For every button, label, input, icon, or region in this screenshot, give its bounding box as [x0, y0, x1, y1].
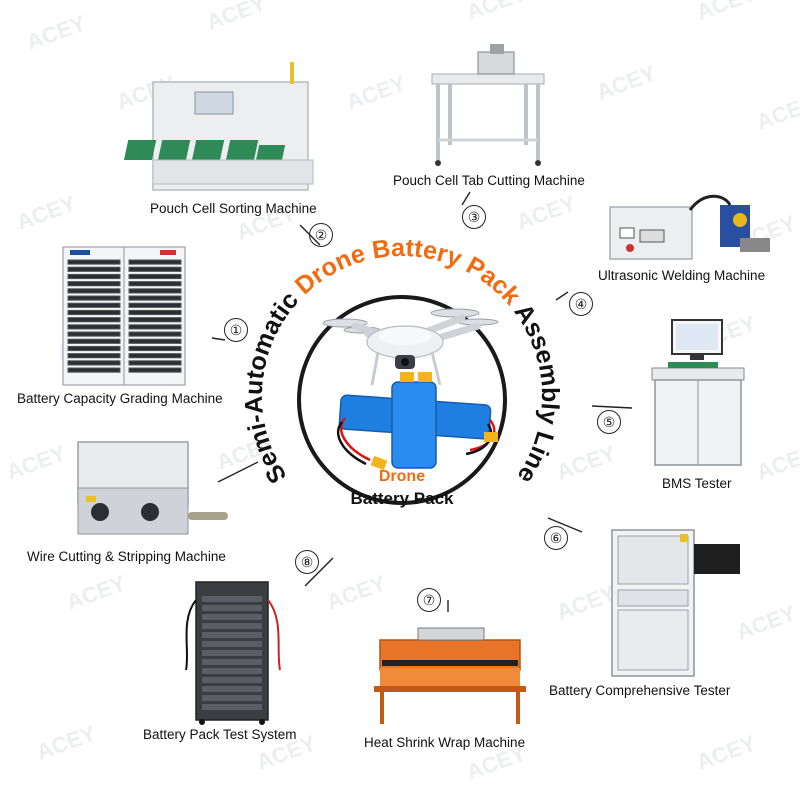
test-rack-slot [202, 632, 262, 638]
test-rack-slot [202, 695, 262, 701]
cabinet-shelf [67, 259, 121, 265]
connector-lines [211, 191, 633, 612]
test-rack-slot [202, 686, 262, 692]
ultrasonic-welder-illustration [609, 194, 770, 260]
heat-shrink-machine-illustration [374, 627, 526, 724]
cabinet-shelf [67, 331, 121, 337]
label-bms-tester: BMS Tester [662, 476, 732, 491]
cabinet-shelf [128, 302, 182, 308]
bms-tester-illustration [651, 319, 745, 466]
cabinet-shelf [128, 273, 182, 280]
cabinet-shelf [128, 309, 182, 316]
ring-title-part3: Assembly Line [509, 299, 564, 489]
grading-machine-illustration [62, 246, 186, 386]
label-tab-cutting-machine: Pouch Cell Tab Cutting Machine [393, 173, 585, 188]
cabinet-shelf [67, 273, 121, 280]
label-ultrasonic-welder: Ultrasonic Welding Machine [598, 268, 766, 283]
test-rack-slot [202, 704, 262, 710]
cabinet-shelf [128, 295, 182, 301]
connector-line-6 [547, 517, 583, 533]
test-rack-slot [202, 677, 262, 683]
cabinet-shelf [67, 353, 121, 359]
cabinet-shelf [67, 345, 121, 352]
test-rack-slot [202, 623, 262, 629]
connector-line-1 [211, 337, 226, 341]
connector-line-4 [555, 291, 569, 301]
cabinet-shelf [67, 295, 121, 301]
cabinet-shelf [128, 281, 182, 287]
cabinet-shelf [128, 338, 182, 344]
center-label-drone: Drone [378, 468, 426, 485]
ring-title-part1: Semi-Automatic [240, 280, 309, 488]
test-rack-slot [202, 668, 262, 674]
step-number-8: ⑧ [295, 550, 319, 574]
cabinet-shelf [67, 317, 121, 323]
test-rack-slot [202, 641, 262, 647]
cabinet-shelf [67, 367, 121, 373]
cabinet-shelf [128, 288, 182, 294]
cabinet-shelf [67, 338, 121, 344]
cabinet-shelf [67, 302, 121, 308]
connector-line-3 [461, 191, 471, 206]
cabinet-shelf [67, 266, 121, 272]
ring-title: Semi-Automatic Drone Battery Pack Assemb… [240, 234, 564, 489]
connector-line-5 [591, 405, 633, 409]
cabinet-shelf [128, 259, 182, 265]
wire-stripper-illustration [77, 441, 228, 535]
cabinet-shelf [67, 288, 121, 294]
cabinet-shelf [128, 324, 182, 330]
label-pack-test-system: Battery Pack Test System [143, 727, 297, 742]
step-number-5: ⑤ [597, 410, 621, 434]
step-number-6: ⑥ [544, 526, 568, 550]
center-label-battery-pack: Battery Pack [350, 489, 454, 508]
cabinet-shelf [128, 266, 182, 272]
step-number-2: ② [309, 223, 333, 247]
test-rack-slot [202, 650, 262, 656]
cabinet-shelf [67, 309, 121, 316]
connector-line-wire [217, 461, 259, 483]
step-number-7: ⑦ [417, 588, 441, 612]
cabinet-shelf [67, 281, 121, 287]
connector-line-8 [304, 557, 334, 587]
cabinet-shelf [67, 360, 121, 366]
step-number-3: ③ [462, 205, 486, 229]
step-number-4: ④ [569, 292, 593, 316]
cabinet-shelf [67, 324, 121, 330]
test-rack-slot [202, 596, 262, 602]
cabinet-shelf [128, 345, 182, 352]
label-wire-stripper: Wire Cutting & Stripping Machine [27, 549, 226, 564]
label-grading-machine: Battery Capacity Grading Machine [17, 391, 223, 406]
label-comprehensive-tester: Battery Comprehensive Tester [549, 683, 731, 698]
battery-pack-illustration [336, 372, 498, 471]
cabinet-shelf [128, 331, 182, 337]
cabinet-shelf [128, 360, 182, 366]
cabinet-shelf [128, 317, 182, 323]
step-number-1: ① [224, 318, 248, 342]
sorting-machine-illustration [123, 62, 314, 191]
test-rack-slot [202, 605, 262, 611]
cabinet-shelf [128, 367, 182, 373]
comprehensive-tester-illustration [611, 529, 740, 677]
tab-cutting-machine-illustration [431, 44, 545, 166]
cabinet-shelf [128, 353, 182, 359]
test-rack-slot [202, 614, 262, 620]
pack-test-system-illustration [185, 581, 281, 725]
drone-illustration [322, 308, 499, 386]
test-rack-slot [202, 659, 262, 665]
label-sorting-machine: Pouch Cell Sorting Machine [150, 201, 317, 216]
label-heat-shrink-machine: Heat Shrink Wrap Machine [364, 735, 526, 750]
